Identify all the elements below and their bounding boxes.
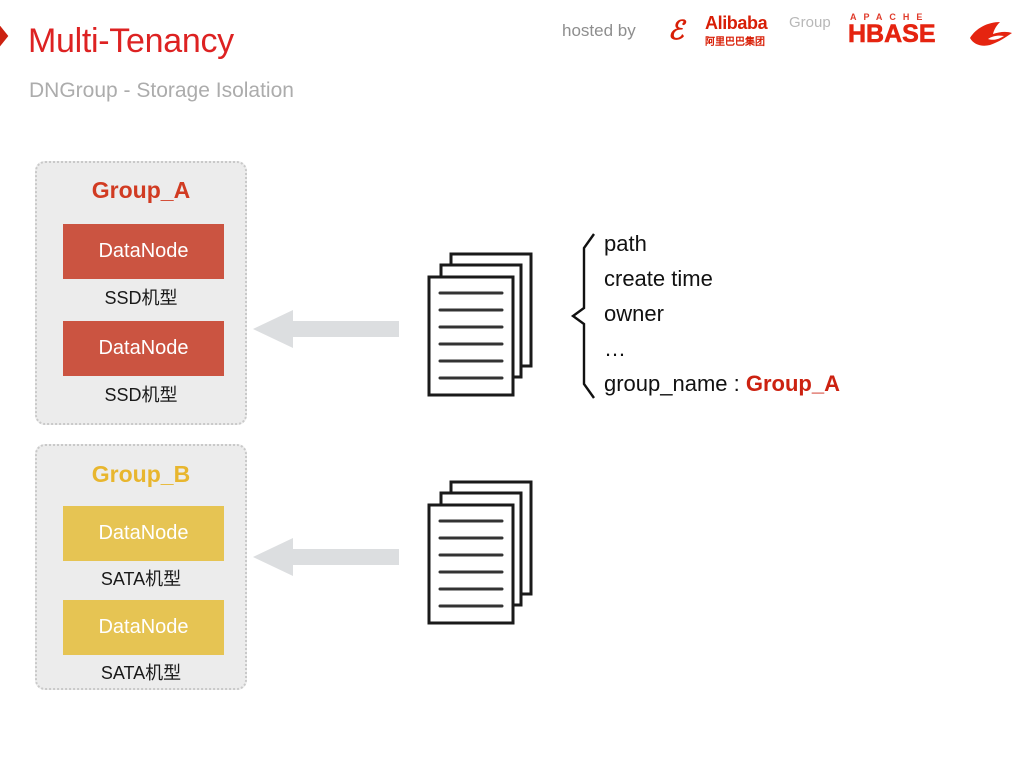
flow-arrow-left bbox=[253, 310, 399, 348]
curly-brace-icon bbox=[570, 233, 595, 399]
metadata-field-list: path create time owner … group_name : Gr… bbox=[604, 226, 964, 401]
orca-whale-icon bbox=[970, 22, 1012, 46]
metadata-line-create-time: create time bbox=[604, 266, 713, 291]
hbase-wordmark: HBASE bbox=[848, 20, 936, 49]
page-subtitle: DNGroup - Storage Isolation bbox=[29, 79, 294, 102]
apache-hbase-logo: APACHE HBASE bbox=[848, 12, 1020, 50]
hosted-by-label: hosted by bbox=[562, 21, 636, 40]
document-stack-icon bbox=[427, 252, 533, 397]
document-stack-icon bbox=[427, 480, 533, 625]
alibaba-group-logo: ℰ Alibaba Group 阿里巴巴集团 bbox=[668, 13, 831, 48]
machine-type-label: SATA机型 bbox=[100, 663, 182, 683]
slide-header: Multi-Tenancy DNGroup - Storage Isolatio… bbox=[0, 0, 1024, 130]
flow-arrow-left bbox=[253, 538, 399, 576]
metadata-line-ellipsis: … bbox=[604, 336, 628, 361]
alibaba-chinese-subtitle: 阿里巴巴集团 bbox=[705, 37, 765, 48]
machine-type-label: SSD机型 bbox=[104, 288, 178, 308]
metadata-line-group-name: group_name : Group_A bbox=[604, 366, 964, 401]
datanode-box[interactable]: DataNode bbox=[63, 506, 224, 561]
metadata-line-path: path bbox=[604, 231, 647, 256]
metadata-group-value: Group_A bbox=[745, 371, 840, 396]
machine-type-label: SSD机型 bbox=[104, 385, 178, 405]
machine-type-label: SATA机型 bbox=[100, 569, 182, 589]
metadata-group-key: group_name : bbox=[604, 371, 746, 396]
alibaba-wordmark: Alibaba bbox=[705, 13, 768, 33]
alibaba-mark-icon: ℰ bbox=[668, 16, 684, 45]
datanode-box[interactable]: DataNode bbox=[63, 321, 224, 376]
group-box-group-a[interactable]: Group_A DataNode SSD机型 DataNode SSD机型 bbox=[35, 161, 247, 425]
metadata-line-owner: owner bbox=[604, 301, 664, 326]
hbase-apache-word: APACHE bbox=[850, 12, 930, 22]
page-title: Multi-Tenancy bbox=[28, 22, 234, 60]
group-box-group-b[interactable]: Group_B DataNode SATA机型 DataNode SATA机型 bbox=[35, 444, 247, 690]
red-chevron-arrow-icon bbox=[0, 8, 9, 64]
group-a-title: Group_A bbox=[91, 177, 191, 203]
datanode-box[interactable]: DataNode bbox=[63, 224, 224, 279]
group-b-title: Group_B bbox=[91, 461, 191, 487]
alibaba-group-word: Group bbox=[789, 14, 831, 31]
datanode-box[interactable]: DataNode bbox=[63, 600, 224, 655]
